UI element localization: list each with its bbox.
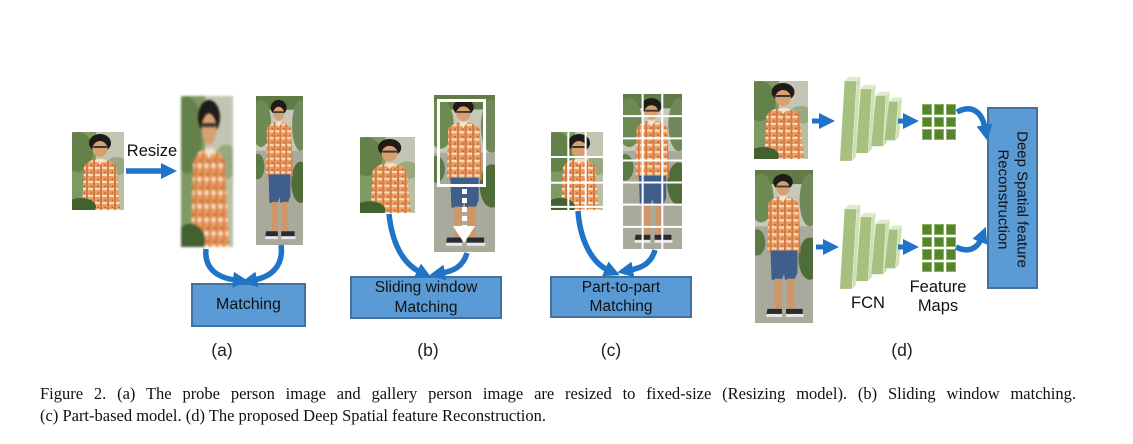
gallery-person-image-b [434, 95, 495, 252]
feature-map-cell [934, 116, 944, 128]
feature-map-cell [934, 224, 944, 235]
gallery-to-matching-arrow-a [241, 244, 285, 288]
feature-map-cell [934, 104, 944, 115]
gallery-to-matching-arrow-c [617, 249, 658, 278]
feature-map-cell [934, 236, 944, 247]
feature-maps-line1: Feature [909, 278, 967, 296]
probe-to-matching-arrow-a [203, 248, 249, 288]
resize-label: Resize [126, 142, 178, 160]
feature-map-cell [946, 261, 956, 272]
feature-maps-line2: Maps [917, 297, 959, 315]
gallery-grid-overlay [623, 94, 682, 249]
dsr-box-text: Deep Spatial feature Reconstruction [987, 108, 1038, 290]
feature-map-cell [922, 249, 932, 260]
probe-person-image-a [72, 132, 124, 210]
gallery-to-matching-arrow-b [429, 252, 470, 281]
gallery-person-image-d [755, 170, 813, 323]
gallery-person-image-a [256, 96, 303, 245]
feature-map-cell [922, 104, 932, 115]
probe-person-image-c [551, 132, 603, 210]
probe-person-image-d [754, 81, 808, 159]
panel-label-d: (d) [891, 340, 913, 360]
feature-map-grid-top [922, 104, 956, 140]
feature-map-cell [922, 236, 932, 247]
probe-to-matching-arrow-c [575, 210, 620, 277]
sliding-window-matching-box: Sliding window Matching [350, 276, 502, 319]
deep-spatial-feature-reconstruction-box: Deep Spatial feature Reconstruction [987, 107, 1038, 289]
dsr-box-line1: Deep Spatial feature [1013, 130, 1031, 268]
fcn-stack-top [836, 75, 902, 163]
probe-person-image-b [360, 137, 415, 213]
sliding-window-arrowhead [453, 226, 475, 243]
sliding-window-rect [437, 99, 486, 187]
matching-box-a: Matching [191, 283, 306, 327]
resized-probe-image-a [181, 96, 233, 247]
feature-map-cell [922, 116, 932, 128]
feature-map-cell [922, 129, 932, 140]
panel-label-b: (b) [417, 340, 439, 360]
fcn-stack-bottom [836, 203, 902, 291]
panel-label-c: (c) [600, 340, 622, 360]
feature-map-cell [946, 104, 956, 115]
matching-box-a-label: Matching [216, 296, 281, 314]
part-to-part-matching-box: Part-to-part Matching [550, 276, 692, 318]
gallery-person-image-c [623, 94, 682, 249]
part-to-part-line1: Part-to-part [581, 278, 661, 296]
sliding-window-dashed-arrow [462, 189, 467, 227]
feature-map-cell [946, 116, 956, 128]
fcn-label: FCN [851, 294, 885, 312]
feature-map-cell [934, 129, 944, 140]
featuremap-to-dsr-arrow-bottom [954, 226, 988, 253]
featuremap-to-dsr-arrow-top [955, 106, 993, 141]
probe-to-matching-arrow-b [386, 213, 432, 278]
feature-map-cell [946, 249, 956, 260]
sliding-window-matching-line1: Sliding window [374, 279, 478, 296]
feature-maps-label: Feature Maps [899, 278, 977, 316]
feature-map-cell [922, 261, 932, 272]
sliding-window-matching-line2: Matching [394, 298, 458, 316]
feature-map-cell [946, 129, 956, 140]
feature-map-cell [946, 236, 956, 247]
feature-map-cell [922, 224, 932, 235]
feature-map-cell [946, 224, 956, 235]
feature-map-cell [934, 249, 944, 260]
feature-map-grid-bottom [922, 224, 956, 272]
panel-label-a: (a) [211, 340, 233, 360]
dsr-box-line2: Reconstruction [994, 148, 1012, 250]
caption-line2: (c) Part-based model. (d) The proposed D… [40, 405, 546, 425]
figure-caption: Figure 2. (a) The probe person image and… [40, 383, 1076, 426]
caption-line1: Figure 2. (a) The probe person image and… [40, 384, 1076, 403]
part-to-part-line2: Matching [589, 298, 653, 315]
feature-map-cell [934, 261, 944, 272]
probe-grid-overlay [551, 132, 603, 210]
